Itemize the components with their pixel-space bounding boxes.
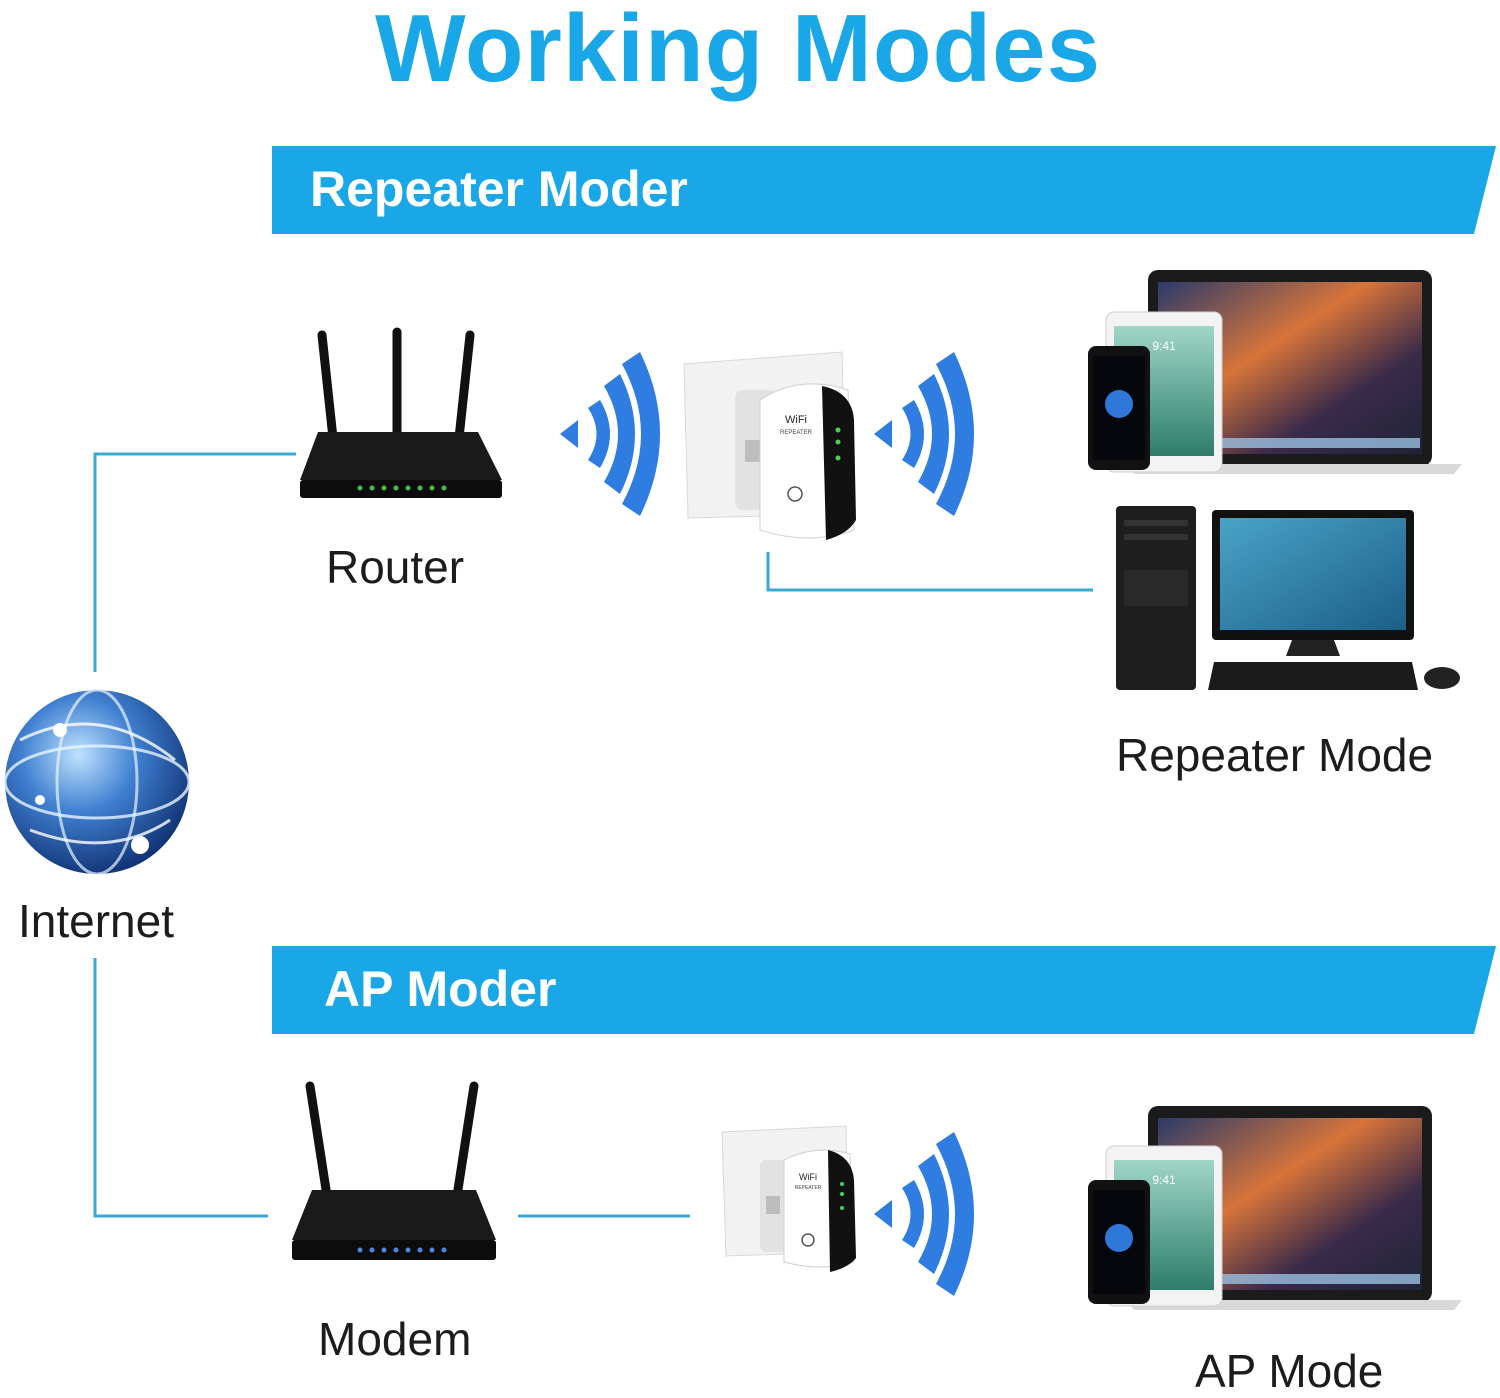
wifi-wave-icon [874, 352, 974, 516]
modem-icon [292, 1081, 496, 1260]
internet-label: Internet [18, 895, 174, 947]
repeater-sub-text: REPEATER [795, 1185, 822, 1191]
ap-mode-banner-label: AP Moder [324, 961, 557, 1017]
repeater-logo-text: WiFi [785, 414, 807, 426]
router-icon [300, 327, 502, 498]
connection-lines [93, 452, 1093, 1218]
phone-icon [1088, 1180, 1150, 1304]
tablet-clock: 9:41 [1152, 339, 1176, 353]
repeater-icon: WiFi REPEATER [683, 351, 856, 540]
repeater-mode-banner-label: Repeater Moder [310, 161, 688, 217]
router-label: Router [326, 541, 465, 593]
repeater-mode-banner-bg: Repeater Moder [272, 146, 1496, 234]
repeater-logo-text: WiFi [799, 1172, 817, 1182]
repeater-icon: WiFi REPEATER [721, 1125, 856, 1272]
repeater-sub-text: REPEATER [780, 430, 813, 436]
ap-mode-label: AP Mode [1195, 1345, 1384, 1397]
ap-mode-banner-bg: AP Moder [272, 946, 1496, 1034]
tablet-clock: 9:41 [1152, 1173, 1176, 1187]
modem-label: Modem [318, 1313, 472, 1365]
devices-top: 9:41 [1088, 270, 1462, 474]
phone-icon [1088, 346, 1150, 470]
wifi-wave-icon [560, 352, 660, 516]
wifi-wave-icon [874, 1132, 974, 1296]
repeater-desktop-line [766, 552, 1093, 592]
repeater-mode-label: Repeater Mode [1116, 729, 1434, 781]
internet-router-line [93, 452, 296, 672]
diagram-title: Working Modes [375, 0, 1101, 102]
desktop-pc-icon [1116, 506, 1460, 690]
devices-bottom: 9:41 [1088, 1106, 1462, 1310]
globe-icon [3, 688, 191, 876]
internet-modem-line [93, 958, 268, 1218]
